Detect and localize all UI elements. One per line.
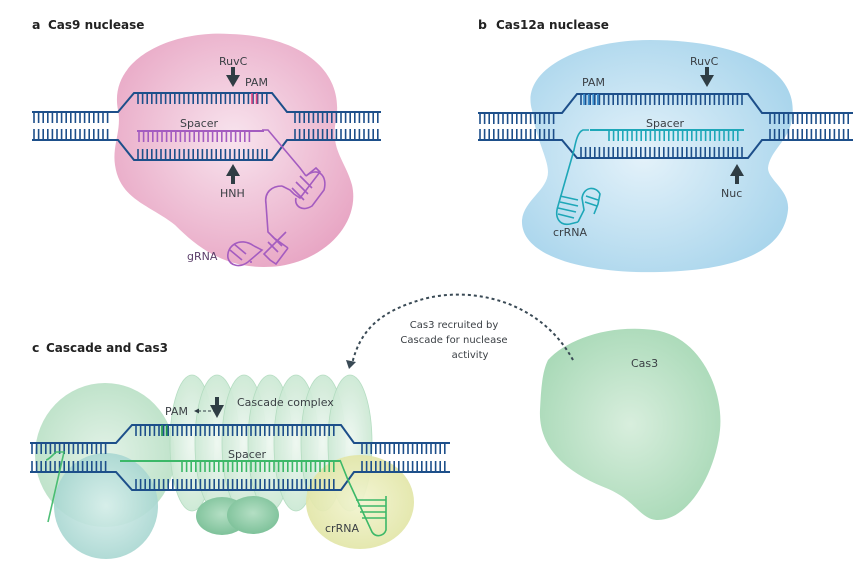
ruvc-label: RuvC — [219, 55, 248, 68]
crrna-hairpin — [555, 129, 601, 226]
pam-label: PAM — [245, 76, 268, 89]
cas3-label: Cas3 — [631, 357, 658, 370]
nuc-arrow-icon — [730, 164, 744, 184]
recruit-text-line2: Cascade for nuclease — [400, 335, 507, 346]
cascade-complex-label: Cascade complex — [237, 396, 334, 409]
grna-scaffold — [227, 129, 326, 267]
pam-label: PAM — [165, 405, 188, 418]
panel-c: c Cascade and Cas3 crRNA PAM Cascade — [30, 293, 721, 559]
cleavage-arrow-icon — [210, 397, 224, 418]
spacer-label: Spacer — [646, 117, 685, 130]
cascade-backbone — [169, 374, 373, 512]
ruvc-arrow-icon — [226, 67, 240, 87]
crrna-hairpin — [45, 451, 387, 537]
panel-a: a Cas9 nuclease RuvC PAM Spacer HNH — [32, 17, 381, 267]
grna-label: gRNA — [187, 250, 218, 263]
ruvc-arrow-icon — [700, 67, 714, 87]
dna-bottom-strand — [556, 139, 768, 159]
pam-label: PAM — [582, 76, 605, 89]
panel-a-letter: a — [32, 17, 40, 32]
panel-b-title: Cas12a nuclease — [496, 18, 609, 32]
panel-a-title: Cas9 nuclease — [48, 18, 144, 32]
target-dna — [32, 92, 381, 161]
panel-b-letter: b — [478, 17, 487, 32]
spacer-label: Spacer — [180, 117, 219, 130]
crrna-label: crRNA — [553, 226, 587, 239]
crrna-label: crRNA — [325, 522, 359, 535]
spacer-label: Spacer — [228, 448, 267, 461]
ruvc-label: RuvC — [690, 55, 719, 68]
recruit-text-line1: Cas3 recruited by — [410, 320, 499, 331]
cas6-subunit — [306, 455, 414, 549]
dna-top-strand — [556, 93, 768, 114]
pam-direction-arrow-icon — [194, 408, 214, 414]
cas11-subunit — [227, 496, 279, 534]
hnh-label: HNH — [220, 187, 245, 200]
panel-b: b Cas12a nuclease PAM RuvC Spacer Nuc cr… — [478, 17, 853, 273]
recruitment-arrowhead-icon — [346, 360, 356, 369]
cas3-protein-body — [539, 328, 721, 520]
target-dna — [30, 424, 450, 491]
panel-c-title: Cascade and Cas3 — [46, 341, 168, 355]
recruit-text-line3: activity — [452, 350, 489, 361]
panel-c-letter: c — [32, 340, 39, 355]
target-dna — [478, 93, 853, 159]
nuc-label: Nuc — [721, 187, 742, 200]
cas5-subunit — [54, 453, 158, 559]
hnh-arrow-icon — [226, 164, 240, 184]
